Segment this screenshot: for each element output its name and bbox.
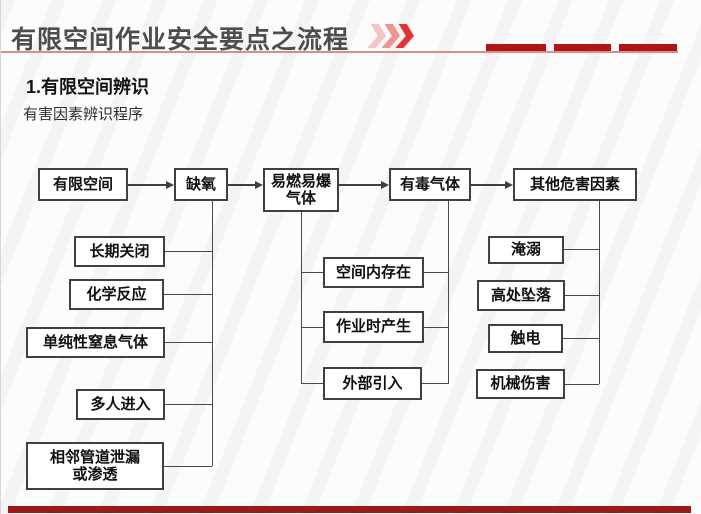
- node-label: 相邻管道泄漏: [49, 448, 140, 466]
- node-produced-during-work: 作业时产生: [323, 311, 424, 343]
- connector-line: [424, 327, 448, 328]
- node-toxic-gas: 有毒气体: [389, 168, 471, 201]
- node-oxygen-deficiency: 缺氧: [174, 168, 228, 201]
- node-adjacent-pipe-leak: 相邻管道泄漏 或渗透: [26, 442, 164, 490]
- node-simple-asphyxiant-gas: 单纯性窒息气体: [26, 327, 165, 358]
- connector-line: [165, 404, 212, 405]
- node-introduced-externally: 外部引入: [323, 367, 422, 400]
- connector-line: [301, 272, 323, 273]
- page-title: 有限空间作业安全要点之流程: [11, 26, 350, 54]
- arrow-head-icon: [505, 181, 513, 189]
- node-chemical-reaction: 化学反应: [69, 279, 164, 310]
- node-label: 易燃易爆: [270, 172, 331, 190]
- node-long-closed: 长期关闭: [74, 236, 165, 267]
- connector-line: [448, 201, 449, 384]
- connector-line: [164, 294, 212, 295]
- arrow-head-icon: [166, 181, 174, 189]
- connector-line: [301, 327, 323, 328]
- connector-line: [165, 251, 212, 252]
- title-underline: [1, 51, 678, 53]
- node-flammable-gas: 易燃易爆 气体: [263, 168, 339, 212]
- node-fall-from-height: 高处坠落: [477, 280, 565, 311]
- arrow-line: [339, 184, 381, 186]
- connector-line: [164, 466, 212, 467]
- connector-line: [422, 383, 448, 384]
- connector-line: [301, 212, 302, 384]
- node-drowning: 淹溺: [488, 236, 564, 264]
- arrow-head-icon: [381, 181, 389, 189]
- arrow-line: [128, 184, 166, 186]
- arrow-line: [228, 184, 255, 186]
- connector-line: [301, 383, 323, 384]
- node-other-hazards: 其他危害因素: [513, 168, 637, 201]
- connector-line: [564, 249, 599, 250]
- connector-line: [565, 295, 599, 296]
- header-dash: [619, 44, 677, 51]
- arrow-head-icon: [255, 181, 263, 189]
- node-label: 气体: [285, 190, 316, 207]
- node-electric-shock: 触电: [488, 324, 563, 353]
- arrow-line: [471, 184, 505, 186]
- header-dash: [486, 44, 546, 51]
- header-dash: [554, 44, 611, 51]
- triple-chevron-icon: [367, 24, 412, 48]
- connector-line: [212, 201, 213, 466]
- node-label: 或渗透: [72, 466, 118, 483]
- footer-accent-bar: [8, 506, 691, 513]
- connector-line: [599, 201, 600, 384]
- connector-line: [424, 272, 448, 273]
- connector-line: [165, 342, 212, 343]
- node-exists-in-space: 空间内存在: [323, 257, 424, 288]
- connector-line: [563, 338, 599, 339]
- node-mechanical-injury: 机械伤害: [476, 369, 565, 399]
- node-confined-space: 有限空间: [38, 168, 128, 201]
- section-heading: 1.有限空间辨识: [26, 77, 150, 97]
- section-subtitle: 有害因素辨识程序: [23, 106, 144, 123]
- connector-line: [565, 384, 599, 385]
- node-multiple-people-entering: 多人进入: [76, 389, 165, 420]
